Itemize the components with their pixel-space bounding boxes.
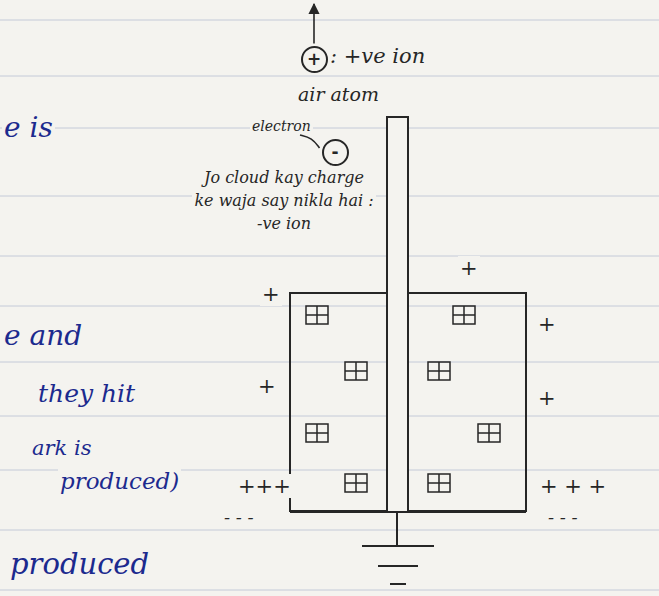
charge-sign: + — [260, 282, 282, 306]
ground-line — [290, 511, 526, 513]
charge-sign: + — [256, 374, 278, 398]
air-atom-note: air atom — [296, 84, 381, 106]
ruled-lines — [0, 20, 659, 590]
margin-text: e is — [2, 112, 55, 144]
margin-text: e and — [2, 320, 84, 352]
charge-sign: + — [458, 256, 480, 280]
positive-ion-circle: + — [301, 46, 328, 73]
electron-note: electron — [250, 118, 313, 134]
margin-text: they hit — [36, 380, 137, 409]
electron-leader — [300, 135, 320, 148]
charge-sign: + + + — [538, 474, 608, 498]
negative-charge: - - - — [222, 508, 256, 529]
ion-note: : +ve ion — [328, 44, 427, 68]
charge-sign: + — [536, 386, 558, 410]
margin-text: produced) — [58, 468, 181, 494]
negative-charge: - - - — [546, 508, 580, 529]
electron-circle: - — [322, 139, 349, 166]
charge-sign: + — [536, 312, 558, 336]
ion-sign: + — [307, 51, 321, 68]
ion-explanation: Jo cloud kay charge ke waja say nikla ha… — [192, 166, 376, 236]
upward-arrow — [313, 4, 315, 44]
lightning-rod — [387, 117, 408, 512]
charge-sign: +++ — [236, 474, 293, 498]
margin-text: produced — [8, 548, 151, 581]
windows — [306, 306, 500, 492]
ion-sign: - — [331, 144, 338, 161]
margin-text: ark is — [30, 436, 93, 460]
ground-symbol — [362, 512, 434, 584]
